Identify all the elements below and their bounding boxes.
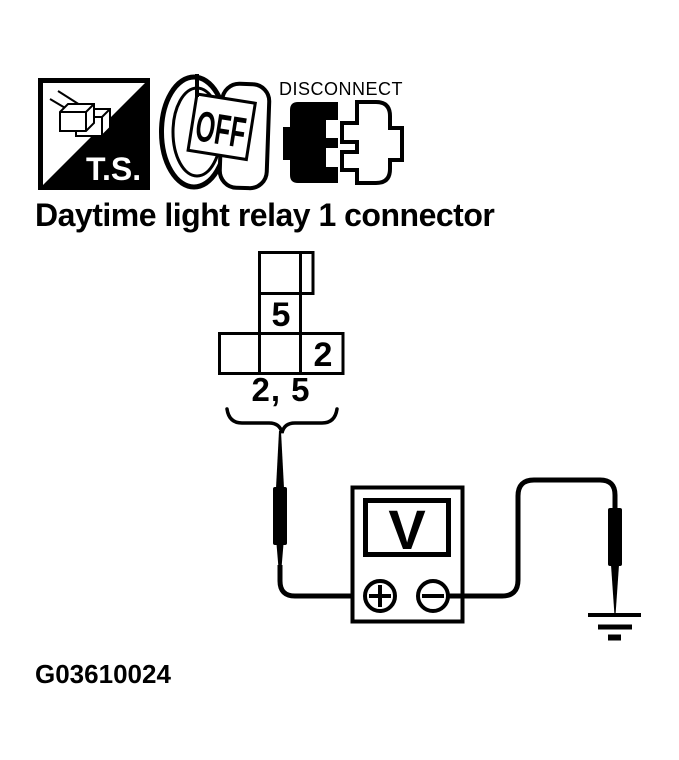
connector-sketch-icon: [49, 90, 111, 137]
curly-brace-shape: [225, 407, 339, 434]
figure-id: G03610024: [35, 659, 171, 689]
pins-callout: 2, 5: [251, 371, 311, 408]
test-probe-right: [608, 508, 622, 614]
pinout-top-cell: [258, 251, 302, 295]
right-probe-needle: [611, 565, 619, 614]
ts-test-icon: T.S.: [38, 78, 150, 190]
right-probe-handle: [608, 508, 622, 566]
key-off-label: OFF: [192, 103, 249, 158]
pinout-bottom-middle-cell: [258, 332, 302, 375]
connector-pinout: 5 2: [218, 251, 345, 375]
ts-icon-label: T.S.: [86, 151, 141, 187]
disconnect-socket-right: [340, 100, 404, 185]
callout-brace: [225, 407, 339, 434]
page-title: Daytime light relay 1 connector: [35, 197, 495, 233]
voltmeter-body: V: [350, 485, 465, 624]
left-probe-needle: [276, 431, 284, 488]
key-off-tag: OFF: [186, 92, 257, 162]
voltmeter-circuit: V: [273, 431, 641, 641]
pin2-label: 2: [314, 336, 333, 374]
ground-symbol: [588, 613, 641, 641]
pinout-bottom-left-cell: [218, 332, 261, 375]
positive-terminal-icon: [363, 579, 397, 613]
pin5-label: 5: [272, 296, 291, 334]
pinout-top-side-strip: [299, 251, 315, 295]
lead-wire-right: [448, 477, 618, 599]
disconnect-connector-icon: [283, 100, 404, 185]
disconnect-plug-left: [283, 102, 338, 183]
voltmeter-display-label: V: [388, 498, 425, 561]
negative-terminal-icon: [416, 579, 450, 613]
lead-wire-left: [277, 565, 367, 599]
left-probe-taper: [276, 544, 284, 568]
ignition-key-off-icon: OFF: [159, 74, 272, 191]
voltmeter-display: [363, 498, 451, 557]
disconnect-icon-label: DISCONNECT: [279, 79, 404, 99]
left-probe-handle: [273, 487, 287, 545]
pinout-pin2-cell: [299, 332, 345, 375]
test-probe-left: [273, 431, 287, 568]
